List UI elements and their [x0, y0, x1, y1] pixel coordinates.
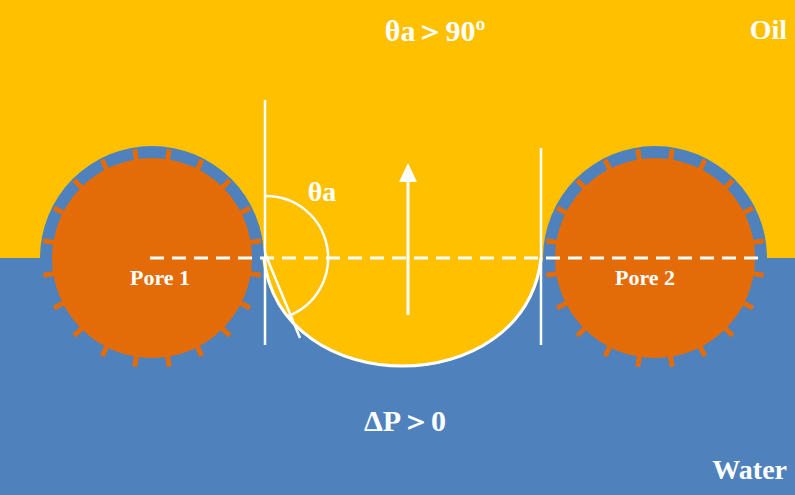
meniscus-line	[264, 258, 541, 366]
phase-label: Oil	[750, 15, 787, 46]
vertical-reference	[540, 148, 543, 345]
pore-circle	[541, 144, 769, 372]
pore-particle: Pore 1	[38, 144, 266, 372]
phase-label: Water	[712, 455, 787, 486]
pore-label: Pore 2	[615, 266, 675, 290]
angle-arc	[265, 196, 328, 316]
pressure-arrow	[407, 180, 410, 315]
pore-label: Pore 1	[130, 266, 190, 290]
tangent-line	[262, 246, 300, 338]
pore-particle: Pore 2	[541, 144, 769, 372]
pore-core	[555, 158, 755, 358]
pressure-label: ΔP＞0	[364, 404, 446, 437]
pore-circle	[38, 144, 266, 372]
angle-label: θa	[308, 177, 337, 208]
oil-meniscus	[262, 258, 543, 366]
pore-core	[52, 158, 252, 358]
vertical-reference	[264, 100, 267, 345]
condition-label: θa＞90º	[385, 14, 486, 47]
arrow-head	[399, 163, 417, 182]
